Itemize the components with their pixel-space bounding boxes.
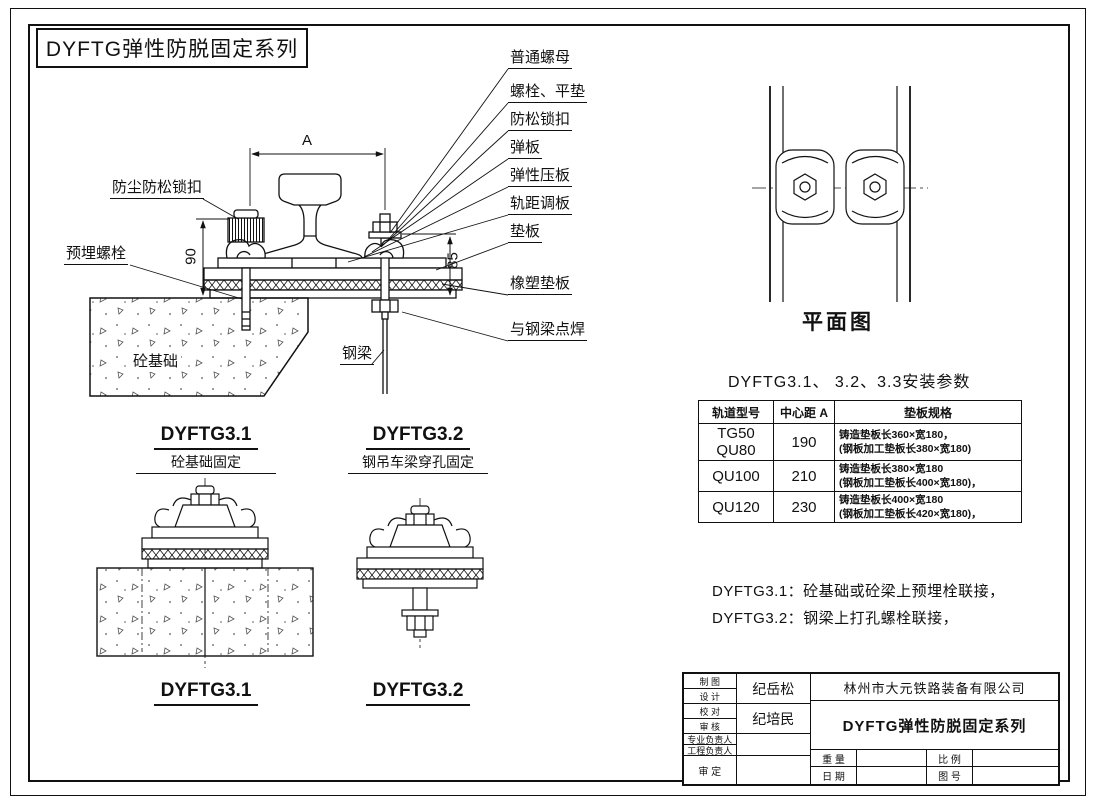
empty-name-cell [736,734,810,756]
field-date-value [857,767,927,784]
table-row: TG50 QU80 190 铸造垫板长360×宽180， (钢板加工垫板长380… [698,423,1022,461]
spec-main: 铸造垫板长380×宽180 [839,463,944,475]
dim-label-a: A [302,132,313,149]
cell-center: 230 [773,491,835,523]
series-title: DYFTG弹性防脱固定系列 [45,38,299,61]
variant1-subtitle: 砼基础固定 [136,452,276,474]
variant2-bottom-label: DYFTG3.2 [366,680,470,706]
cell-model: TG50 QU80 [698,423,774,461]
title-block-fields: 重 量 比 例 日 期 图 号 [811,750,1058,784]
field-number-value [973,767,1058,784]
callout-embedded-bolt: 预埋螺栓 [64,244,129,265]
main-section-group [89,68,509,397]
cell-model: QU100 [698,460,774,492]
callout-rubber-pad: 橡塑垫板 [508,274,573,295]
field-weight-label: 重 量 [811,750,857,767]
spec-alt: (钢板加工垫板长400×宽180)， [839,477,982,489]
cell-spec: 铸造垫板长380×宽180 (钢板加工垫板长400×宽180)， [834,460,1022,492]
inner-border [28,24,1070,782]
empty-name-cell [737,756,810,784]
spec-main: 铸造垫板长360×宽180， [839,429,954,441]
title-block: 制 图 设 计 校 对 审 核 专业负责人 工程负责人 审 定 纪岳松 纪培民 … [682,672,1060,786]
outer-border [10,8,1086,796]
params-table: 轨道型号 中心距 A 垫板规格 TG50 QU80 190 铸造垫板长360×宽… [698,400,1022,523]
table-row: QU100 210 铸造垫板长380×宽180 (钢板加工垫板长400×宽180… [698,460,1022,492]
variant2-heading: DYFTG3.2 [366,424,470,450]
designer-name: 纪岳松 [736,674,810,704]
title-block-signatures: 制 图 设 计 校 对 审 核 专业负责人 工程负责人 审 定 纪岳松 纪培民 [684,674,811,784]
title-block-main: 林州市大元铁路装备有限公司 DYFTG弹性防脱固定系列 重 量 比 例 日 期 … [811,674,1058,784]
plan-view-label: 平面图 [802,311,874,334]
params-header-row: 轨道型号 中心距 A 垫板规格 [698,400,1022,424]
callout-anti-loose-lock: 防松锁扣 [508,110,573,131]
table-row: QU120 230 铸造垫板长400×宽180 (钢板加工垫板长420×宽180… [698,491,1022,523]
callout-dust-lock: 防尘防松锁扣 [110,178,205,199]
role-designer: 设 计 [684,689,736,704]
role-drafter: 制 图 [684,674,736,689]
callout-concrete-base: 砼基础 [130,352,182,372]
cell-center: 190 [773,423,835,461]
header-pad-spec: 垫板规格 [834,400,1022,424]
params-table-title: DYFTG3.1、 3.2、3.3安装参数 [728,374,971,391]
drawing-title: DYFTG弹性防脱固定系列 [811,701,1058,750]
callout-ordinary-nut: 普通螺母 [508,48,573,69]
callout-gauge-plate: 轨距调板 [508,194,573,215]
role-reviewer: 审 核 [684,719,736,734]
dim-label-85: 85 [444,252,462,269]
title-block-names: 纪岳松 纪培民 [736,674,810,784]
callout-elastic-clip: 弹性压板 [508,166,573,187]
spec-main: 铸造垫板长400×宽180 [839,494,944,506]
header-center-dist: 中心距 A [773,400,835,424]
variant2-subtitle: 钢吊车梁穿孔固定 [348,452,488,474]
callout-steel-beam: 钢梁 [340,344,375,365]
variant1-heading: DYFTG3.1 [154,424,258,450]
series-title-box: DYFTG弹性防脱固定系列 [36,28,308,68]
callout-pad-plate: 垫板 [508,222,543,243]
cell-model: QU120 [698,491,774,523]
field-date-label: 日 期 [811,767,857,784]
role-approver: 审 定 [698,766,722,778]
dim-label-90: 90 [182,248,200,265]
field-weight-value [857,750,927,767]
cell-center: 210 [773,460,835,492]
reviewer-name: 纪培民 [736,704,810,734]
variant1-group [96,478,314,668]
cell-spec: 铸造垫板长360×宽180， (钢板加工垫板长380×宽180) [834,423,1022,461]
variant1-bottom-label: DYFTG3.1 [154,680,258,706]
variant2-group [356,498,484,648]
spec-alt: (钢板加工垫板长380×宽180) [839,443,972,455]
plan-view-group [752,86,928,302]
cell-spec: 铸造垫板长400×宽180 (钢板加工垫板长420×宽180)， [834,491,1022,523]
callout-bolt-washer: 螺栓、平垫 [508,82,588,103]
callout-spring-plate: 弹板 [508,138,543,159]
spec-alt: (钢板加工垫板长420×宽180)， [839,508,982,520]
callout-spot-weld: 与钢梁点焊 [508,320,588,341]
role-project-lead: 工程负责人 [684,745,736,756]
role-discipline-lead: 专业负责人 [684,734,736,745]
note-dyftg31: DYFTG3.1：砼基础或砼梁上预埋栓联接， [712,583,1005,600]
role-checker: 校 对 [684,704,736,719]
title-block-roles: 制 图 设 计 校 对 审 核 专业负责人 工程负责人 审 定 [684,674,737,784]
field-number-label: 图 号 [927,767,973,784]
field-scale-label: 比 例 [927,750,973,767]
note-dyftg32: DYFTG3.2：钢梁上打孔螺栓联接， [712,610,959,627]
company-name: 林州市大元铁路装备有限公司 [811,674,1058,701]
field-scale-value [973,750,1058,767]
header-rail-model: 轨道型号 [698,400,774,424]
